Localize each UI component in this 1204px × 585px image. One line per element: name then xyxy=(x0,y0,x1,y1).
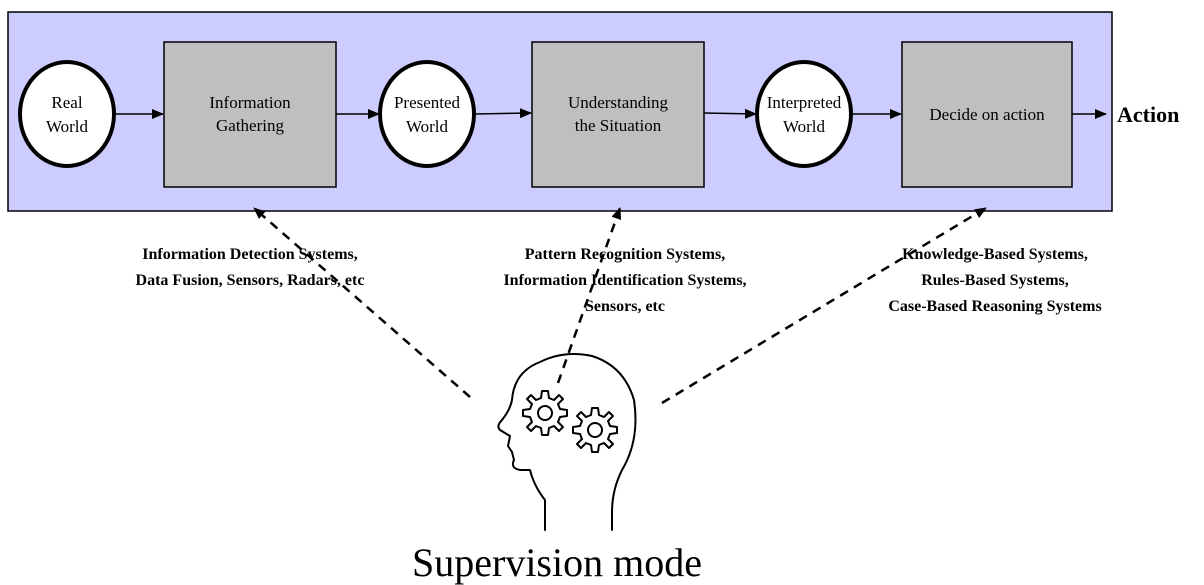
process-information-gathering: Information Gathering xyxy=(163,41,337,188)
flow-arrows xyxy=(114,108,1107,119)
process-label-line1: Understanding xyxy=(568,93,669,112)
state-label-line2: World xyxy=(406,117,449,136)
flow-arrow xyxy=(473,108,532,119)
process-understanding-situation: Understanding the Situation xyxy=(531,41,705,188)
support-group-understanding: Pattern Recognition Systems, Information… xyxy=(503,246,746,315)
action-label: Action xyxy=(1117,102,1179,127)
supervision-link xyxy=(253,207,471,398)
state-label-line2: World xyxy=(46,117,89,136)
support-label: Information Identification Systems, xyxy=(503,272,746,289)
process-label-line2: Gathering xyxy=(216,116,284,135)
support-group-decision: Knowledge-Based Systems, Rules-Based Sys… xyxy=(888,246,1101,315)
support-label: Case-Based Reasoning Systems xyxy=(888,298,1101,315)
state-label-line1: Interpreted xyxy=(767,93,842,112)
process-decide-on-action: Decide on action xyxy=(901,41,1073,188)
flow-arrow xyxy=(703,108,757,119)
support-label: Data Fusion, Sensors, Radars, etc xyxy=(136,272,365,289)
support-label: Pattern Recognition Systems, xyxy=(525,246,725,263)
process-label-line2: the Situation xyxy=(575,116,662,135)
state-presented-world: Presented World xyxy=(378,60,476,168)
supervision-link xyxy=(556,207,622,384)
support-label: Knowledge-Based Systems, xyxy=(902,246,1088,263)
support-label: Information Detection Systems, xyxy=(142,246,358,263)
state-label-line2: World xyxy=(783,117,826,136)
state-interpreted-world: Interpreted World xyxy=(755,60,853,168)
state-label-line1: Real xyxy=(51,93,82,112)
footer-label: Supervision mode xyxy=(412,540,702,585)
state-label-line1: Presented xyxy=(394,93,461,112)
gear-icon xyxy=(522,390,568,436)
gear-icon xyxy=(572,407,618,453)
support-label: Rules-Based Systems, xyxy=(921,272,1069,289)
process-label-line1: Decide on action xyxy=(929,105,1045,124)
state-real-world: Real World xyxy=(18,60,116,168)
support-label: Sensors, etc xyxy=(585,298,665,315)
human-head-with-gears-icon xyxy=(497,353,637,531)
process-label-line1: Information xyxy=(209,93,291,112)
head-outline xyxy=(497,353,637,531)
support-group-gathering: Information Detection Systems, Data Fusi… xyxy=(136,246,365,289)
